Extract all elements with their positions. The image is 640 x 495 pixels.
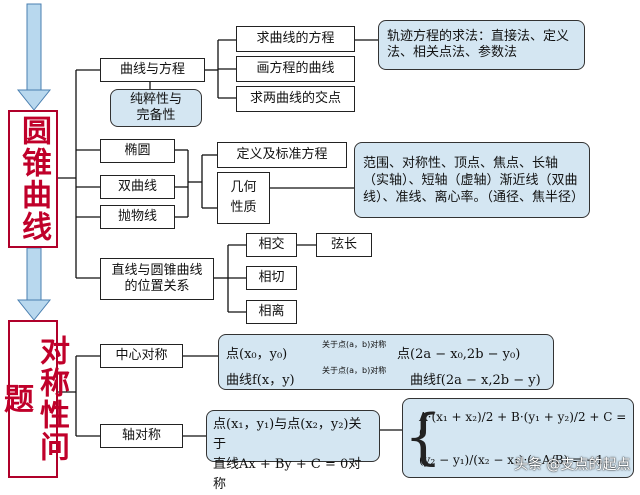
parabola-node: 抛物线 bbox=[100, 205, 175, 229]
curve-to: 曲线f(2a − x,2b − y) bbox=[410, 373, 541, 388]
axial-symmetry-node: 轴对称 bbox=[100, 424, 183, 448]
definition-equation-node: 定义及标准方程 bbox=[217, 142, 347, 168]
find-curve-equation-node: 求曲线的方程 bbox=[236, 26, 355, 52]
curve-equation-node: 曲线与方程 bbox=[100, 58, 205, 82]
arrow-label-point: 关于点(a，b)对称 bbox=[322, 340, 387, 349]
arrow-label-curve: 关于点(a，b)对称 bbox=[322, 366, 387, 375]
central-symmetry-formula-box bbox=[218, 334, 554, 390]
draw-curve-node: 画方程的曲线 bbox=[236, 56, 355, 82]
axis-equation-1: A·(x₁ + x₂)/2 + B·(y₁ + y₂)/2 + C = 0 bbox=[419, 409, 627, 440]
point-to: 点(2a − x₀,2b − y₀) bbox=[397, 347, 521, 362]
axis-text-1: 点(x₁，y₁)与点(x₂，y₂)关于 bbox=[213, 417, 362, 452]
chord-length-node: 弦长 bbox=[316, 233, 372, 257]
tangent-node: 相切 bbox=[246, 266, 297, 290]
topic-conic-curves: 圆锥曲线 bbox=[8, 110, 58, 248]
axis-condition-box: 点(x₁，y₁)与点(x₂，y₂)关于 直线Ax + By + C = 0对称 bbox=[206, 410, 380, 492]
geometry-line-1: 几何 bbox=[230, 180, 257, 195]
central-symmetry-node: 中心对称 bbox=[100, 344, 183, 368]
axis-equation-2: (y₂ − y₁)/(x₂ − x₁)·(−A/B) = −1 bbox=[419, 452, 604, 467]
ellipse-node: 椭圆 bbox=[100, 139, 175, 163]
flow-arrow-middle bbox=[16, 247, 52, 321]
point-from: 点(x₀，y₀) bbox=[226, 347, 288, 362]
trajectory-methods-note: 轨迹方程的求法：直接法、定义法、相关点法、参数法 bbox=[378, 20, 585, 70]
geometric-properties-node: 几何 性质 bbox=[217, 172, 270, 224]
topic-symmetry: 对称性问题 bbox=[0, 320, 69, 478]
watermark: 头条 @支点的起点 bbox=[514, 457, 631, 473]
axis-equations-box: A·(x₁ + x₂)/2 + B·(y₁ + y₂)/2 + C = 0 (y… bbox=[402, 398, 634, 478]
intersection-node: 求两曲线的交点 bbox=[236, 86, 355, 112]
geometry-line-2: 性质 bbox=[230, 200, 257, 215]
line-conic-position-node: 直线与圆锥曲线的位置关系 bbox=[100, 258, 214, 300]
curve-from: 曲线f(x，y) bbox=[226, 373, 295, 388]
intersect-node: 相交 bbox=[246, 233, 297, 257]
flow-arrow-top bbox=[16, 3, 52, 111]
hyperbola-node: 双曲线 bbox=[100, 175, 175, 199]
brace-icon: { bbox=[404, 402, 443, 472]
completeness-node: 纯粹性与完备性 bbox=[110, 89, 202, 127]
separate-node: 相离 bbox=[246, 300, 297, 324]
axis-text-2: 直线Ax + By + C = 0对称 bbox=[213, 457, 362, 492]
properties-note: 范围、对称性、顶点、焦点、长轴（实轴）、短轴（虚轴）渐近线（双曲线）、准线、离心… bbox=[354, 142, 590, 218]
